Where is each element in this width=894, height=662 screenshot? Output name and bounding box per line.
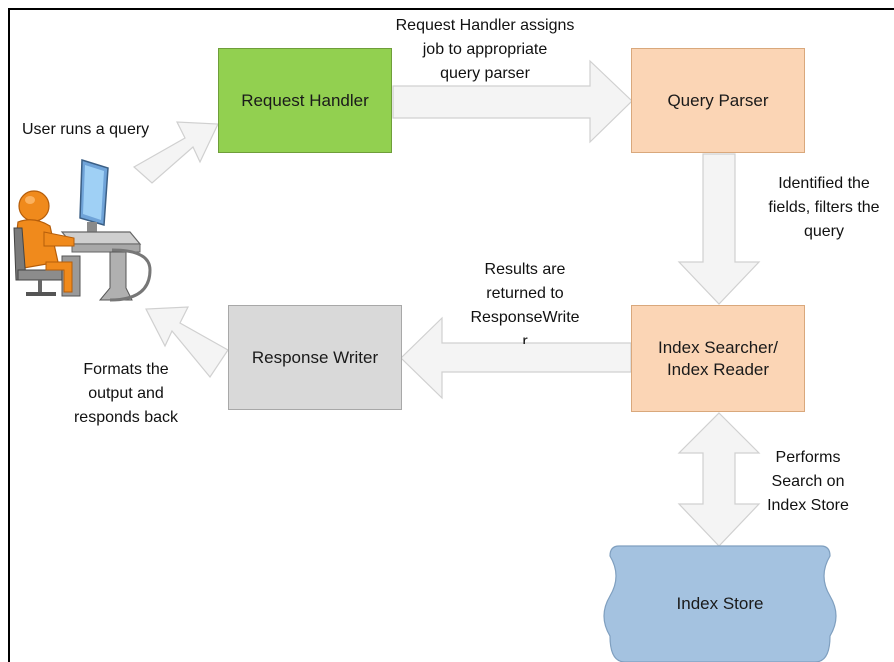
edge-label-performs-search: Performs Search on Index Store (767, 449, 849, 514)
arrow-index-to-response-writer (400, 316, 632, 400)
computer-user-icon (13, 158, 152, 302)
request-handler-label: Request Handler (241, 90, 369, 110)
edge-label-results-returned: Results are returned to ResponseWrite r (470, 261, 580, 344)
index-store-shape (603, 545, 837, 662)
response-writer-node: Response Writer (228, 305, 402, 410)
edge-label-formats-output: Formats the output and responds back (73, 361, 179, 426)
query-parser-label: Query Parser (667, 90, 769, 110)
edge-label-identified-fields: Identified the fields, filters the query (768, 175, 880, 240)
edge-label-assigns-job: Request Handler assigns job to appropria… (395, 17, 575, 82)
arrow-request-to-query-parser (392, 59, 633, 144)
arrow-query-to-index-searcher (677, 153, 761, 305)
index-store-node: Index Store (610, 546, 830, 662)
arrow-user-to-request-handler (132, 121, 219, 184)
query-parser-node: Query Parser (631, 48, 805, 153)
request-handler-node: Request Handler (218, 48, 392, 153)
edge-label-user-runs-query: User runs a query (22, 121, 150, 138)
index-searcher-label: Index Searcher/ Index Reader (657, 338, 778, 379)
arrow-response-writer-to-user (145, 306, 229, 379)
index-searcher-node: Index Searcher/ Index Reader (631, 305, 805, 412)
response-writer-label: Response Writer (251, 347, 379, 367)
index-store-label: Index Store (676, 594, 764, 614)
diagram-frame (8, 8, 894, 662)
